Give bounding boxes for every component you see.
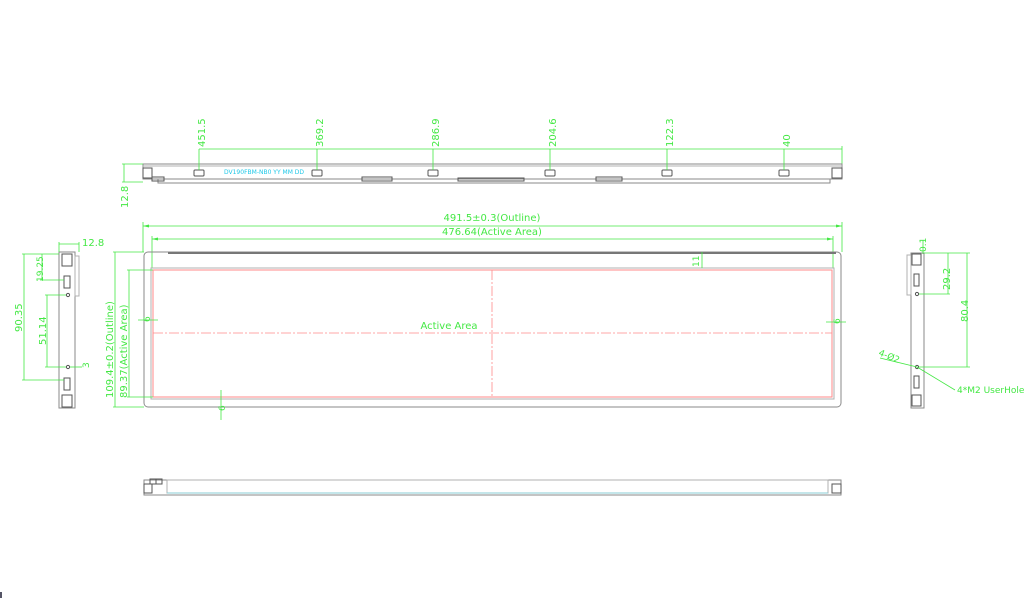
left-dim-3: 51.14 [38, 316, 49, 345]
outline-width-dim: 491.5±0.3(Outline) [444, 213, 541, 224]
left-depth-dim: 12.8 [82, 238, 104, 249]
active-height-dim: 89.37(Active Area) [119, 304, 130, 398]
hole-dim-3: 286.9 [431, 118, 442, 147]
top-margin-dim: 11 [692, 256, 702, 267]
right-dim-2: 80.4 [960, 300, 971, 322]
top-height-dim: 12.8 [120, 186, 131, 208]
right-dim-top: 0.1 [919, 238, 929, 252]
outline-height-dim: 109.4±0.2(Outline) [105, 301, 116, 398]
top-view: 451.5 369.2 286.9 204.6 122.3 40 DV190FB… [120, 118, 843, 208]
front-view: 491.5±0.3(Outline) 476.64(Active Area) A… [105, 213, 846, 420]
right-view: 0.1 29.2 80.4 4-Ø2 4*M2 UserHole [877, 238, 1024, 409]
hole-dim-4: 204.6 [548, 118, 559, 147]
right-dim-1: 29.2 [942, 268, 953, 290]
left-margin-dim: 6 [143, 316, 153, 322]
hole-dim-1: 451.5 [197, 118, 208, 147]
active-area-label: Active Area [420, 321, 477, 332]
left-dim-4: 3 [82, 362, 92, 368]
left-view: 12.8 19.25 90.35 51.14 3 [14, 238, 104, 409]
user-hole-note: 4*M2 UserHole [957, 386, 1024, 396]
active-width-dim: 476.64(Active Area) [442, 227, 542, 238]
hole-dia-dim: 4-Ø2 [877, 348, 901, 366]
bottom-view [143, 478, 842, 496]
left-dim-2: 90.35 [14, 303, 25, 332]
model-label: DV190FBM-NB0 YY MM DD [224, 169, 304, 176]
left-dim-1: 19.25 [36, 256, 46, 282]
hole-dim-5: 122.3 [665, 118, 676, 147]
hole-dim-2: 369.2 [315, 118, 326, 147]
bottom-margin-dim: 6 [218, 405, 228, 411]
hole-dim-6: 40 [782, 134, 793, 147]
right-margin-dim: 6 [833, 318, 843, 324]
edge-mark [0, 592, 2, 598]
